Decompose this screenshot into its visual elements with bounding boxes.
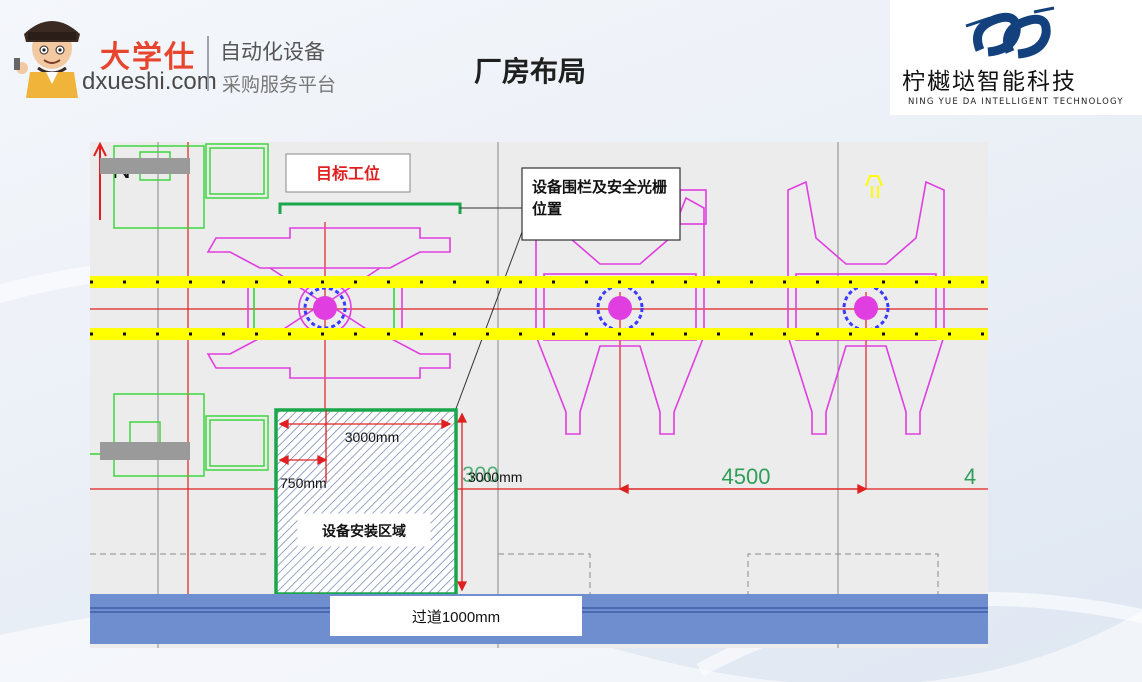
brand-url: dxueshi.com	[82, 68, 217, 95]
target-station-label: 目标工位	[316, 164, 380, 183]
fence-callout-box	[521, 167, 681, 241]
target-station-box	[285, 153, 411, 193]
dim-partial-left: 300	[462, 462, 499, 487]
partner-name: 柠樾垯智能科技	[902, 69, 1077, 95]
dim-install-depth: 3000mm	[468, 469, 522, 485]
left-equipment-gears	[100, 158, 190, 460]
brand-tagline-2: 采购服务平台	[222, 74, 337, 96]
page-title: 厂房布局	[474, 55, 587, 88]
brand-divider	[207, 36, 209, 91]
conveyor-rails	[90, 276, 988, 340]
aisle-label: 过道1000mm	[412, 609, 500, 626]
fence-callout-label: 设备围栏及安全光栅位置	[532, 178, 668, 218]
dim-station-pitch: 4500	[722, 464, 771, 489]
fence-marker	[278, 202, 462, 214]
partner-emblem-icon	[965, 6, 1055, 59]
column-grid	[157, 142, 839, 648]
station-core-3	[842, 284, 890, 332]
callout-leader-2	[453, 231, 523, 415]
factory-layout-drawing: N 目标工位	[90, 141, 988, 648]
install-area-label: 设备安装区域	[322, 523, 406, 539]
aisle	[90, 594, 988, 644]
dim-partial-right: 4	[964, 464, 976, 489]
brand-tagline-1: 自动化设备	[220, 40, 325, 64]
mascot-icon	[14, 21, 80, 98]
partner-name-en: NING YUE DA INTELLIGENT TECHNOLOGY	[908, 97, 1124, 107]
slide-header: 大学仕 dxueshi.com 自动化设备 采购服务平台 厂房布局 柠樾垯智能科…	[0, 0, 1142, 115]
station-core-2	[596, 284, 644, 332]
partner-logo: 柠樾垯智能科技 NING YUE DA INTELLIGENT TECHNOLO…	[890, 0, 1142, 115]
layout-canvas: N 目标工位	[90, 141, 988, 648]
marker-icon	[865, 175, 883, 198]
install-area	[274, 408, 458, 596]
dashed-zones	[90, 553, 939, 597]
brand-logo: 大学仕 dxueshi.com 自动化设备 采购服务平台	[12, 8, 372, 103]
dim-offset: 750mm	[280, 475, 327, 491]
brand-name: 大学仕	[100, 40, 196, 75]
center-lines	[90, 142, 988, 642]
dim-install-width: 3000mm	[345, 429, 399, 445]
